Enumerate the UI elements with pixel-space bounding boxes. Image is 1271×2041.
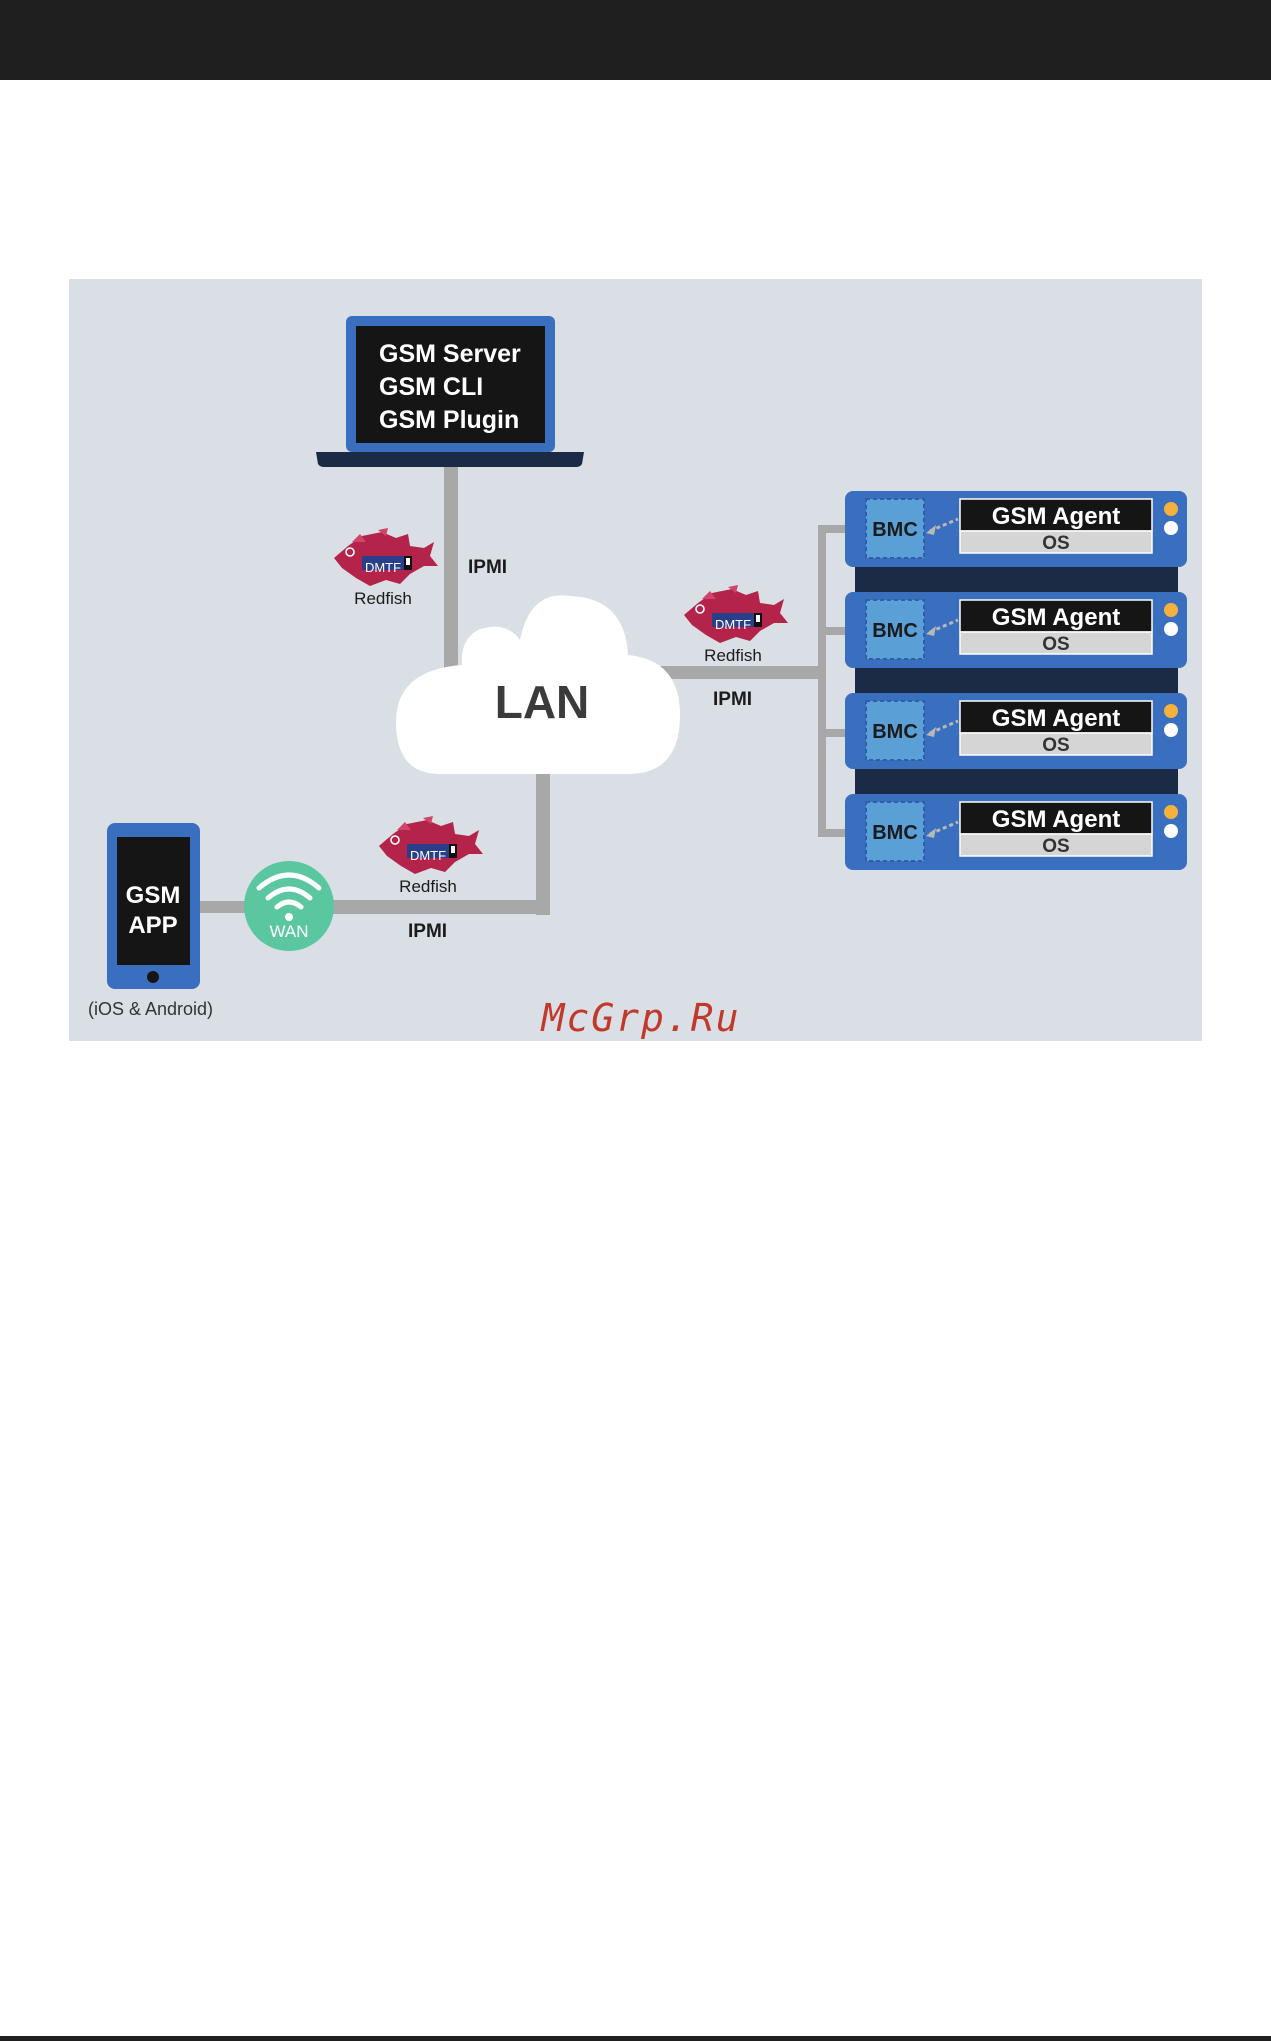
agent-label: GSM Agent (992, 503, 1120, 530)
watermark: McGrp.Ru (539, 996, 740, 1040)
status-led-orange (1164, 704, 1178, 718)
app-wan-link (200, 901, 248, 913)
app-line-1: GSM (126, 882, 181, 909)
redfish-logo-server: DMTF Redfish (334, 528, 438, 608)
server-laptop: GSM Server GSM CLI GSM Plugin (316, 316, 584, 467)
rack-branch-1 (818, 525, 846, 533)
status-led-white (1164, 824, 1178, 838)
redfish-label: Redfish (354, 589, 412, 608)
server-line-3: GSM Plugin (379, 406, 519, 434)
rack-branch-2 (818, 627, 846, 635)
bmc-label: BMC (872, 822, 918, 844)
lan-cloud: LAN (396, 595, 680, 774)
lan-label: LAN (495, 676, 590, 728)
app-line-2: APP (128, 912, 177, 939)
status-led-white (1164, 723, 1178, 737)
status-led-white (1164, 521, 1178, 535)
os-label: OS (1042, 836, 1069, 857)
ipmi-label-wan: IPMI (408, 921, 447, 942)
agent-label: GSM Agent (992, 806, 1120, 833)
bmc-label: BMC (872, 721, 918, 743)
server-line-1: GSM Server (379, 340, 521, 368)
redfish-label: Redfish (704, 646, 762, 665)
server-lan-link (444, 465, 458, 690)
laptop-base (316, 452, 584, 467)
redfish-label: Redfish (399, 877, 457, 896)
wan-label: WAN (269, 922, 308, 941)
rack-branch-3 (818, 729, 846, 737)
lan-wan-link-horizontal (330, 900, 550, 914)
agent-label: GSM Agent (992, 604, 1120, 631)
status-led-orange (1164, 603, 1178, 617)
lan-wan-link-vertical (536, 770, 550, 915)
bmc-label: BMC (872, 519, 918, 541)
bmc-label: BMC (872, 620, 918, 642)
status-led-orange (1164, 502, 1178, 516)
status-led-white (1164, 622, 1178, 636)
rack-bus (818, 525, 826, 837)
phone-app: GSM APP (iOS & Android) (88, 823, 213, 1019)
ipmi-label-rack: IPMI (713, 689, 752, 710)
wan-node: WAN (244, 861, 334, 951)
redfish-logo-rack: DMTF Redfish (684, 585, 788, 665)
agent-label: GSM Agent (992, 705, 1120, 732)
redfish-logo-wan: DMTF Redfish (379, 816, 483, 896)
wifi-dot (285, 913, 293, 921)
dmtf-text: DMTF (365, 560, 401, 575)
dmtf-text: DMTF (715, 617, 751, 632)
server-line-2: GSM CLI (379, 373, 483, 401)
dmtf-text: DMTF (410, 848, 446, 863)
ipmi-label-server: IPMI (468, 557, 507, 578)
os-label: OS (1042, 735, 1069, 756)
app-platforms: (iOS & Android) (88, 999, 213, 1019)
status-led-orange (1164, 805, 1178, 819)
rack-branch-4 (818, 829, 846, 837)
phone-home-button (147, 971, 159, 983)
os-label: OS (1042, 634, 1069, 655)
os-label: OS (1042, 533, 1069, 554)
